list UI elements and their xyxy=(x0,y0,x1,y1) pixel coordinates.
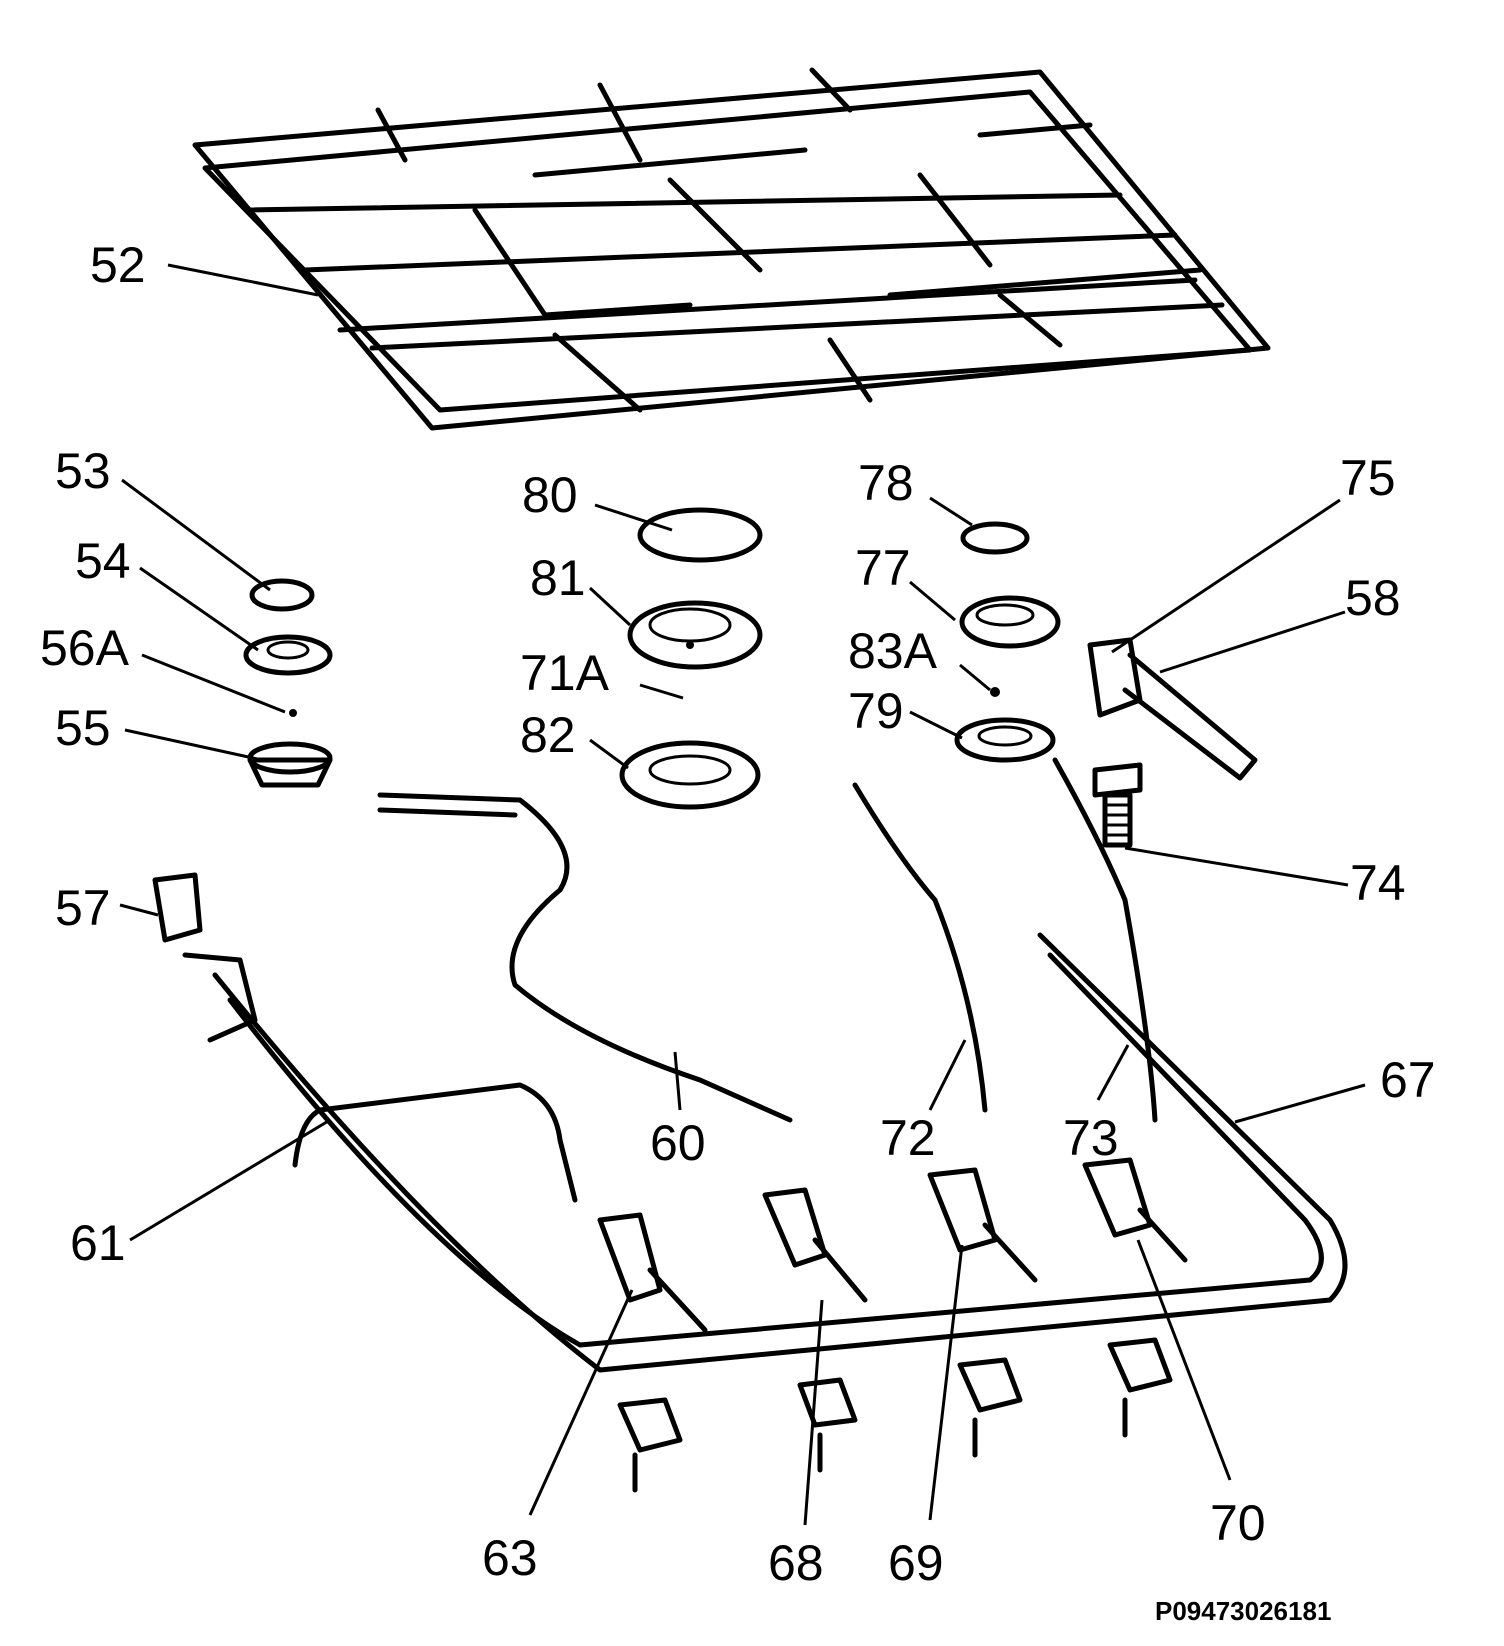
callout-83A: 83A xyxy=(848,623,938,679)
drawing-code: P09473026181 xyxy=(1155,1596,1331,1626)
gas-taps xyxy=(597,1157,1188,1493)
callout-80: 80 xyxy=(522,467,578,523)
callout-75: 75 xyxy=(1340,450,1396,506)
callout-78: 78 xyxy=(858,455,914,511)
callout-61: 61 xyxy=(70,1215,126,1271)
callout-67: 67 xyxy=(1380,1052,1436,1108)
callout-63: 63 xyxy=(482,1530,538,1586)
callout-79: 79 xyxy=(848,683,904,739)
callout-70: 70 xyxy=(1210,1495,1266,1551)
callout-73: 73 xyxy=(1063,1110,1119,1166)
callout-54: 54 xyxy=(75,533,131,589)
callout-71A: 71A xyxy=(520,645,610,701)
callout-81: 81 xyxy=(530,550,586,606)
callout-56A: 56A xyxy=(40,620,130,676)
callout-72: 72 xyxy=(880,1110,936,1166)
callout-69: 69 xyxy=(888,1535,944,1591)
callout-labels: 52 53 54 56A 55 80 81 71A 82 78 77 83A 7… xyxy=(40,237,1436,1591)
callout-58: 58 xyxy=(1345,570,1401,626)
medium-burner-parts xyxy=(954,521,1061,763)
large-burner-parts xyxy=(619,507,763,810)
callout-60: 60 xyxy=(650,1115,706,1171)
callout-77: 77 xyxy=(855,540,911,596)
leader-lines xyxy=(119,263,1366,1526)
callout-53: 53 xyxy=(55,443,111,499)
callout-57: 57 xyxy=(55,880,111,936)
callout-55: 55 xyxy=(55,700,111,756)
pipes-and-thermocouples xyxy=(152,757,1348,1373)
callout-52: 52 xyxy=(90,237,146,293)
small-burner-parts xyxy=(243,578,333,788)
gas-inlet-fitting xyxy=(1087,637,1258,848)
callout-68: 68 xyxy=(768,1535,824,1591)
callout-74: 74 xyxy=(1350,855,1406,911)
pan-support-grid xyxy=(192,67,1271,431)
callout-82: 82 xyxy=(520,707,576,763)
